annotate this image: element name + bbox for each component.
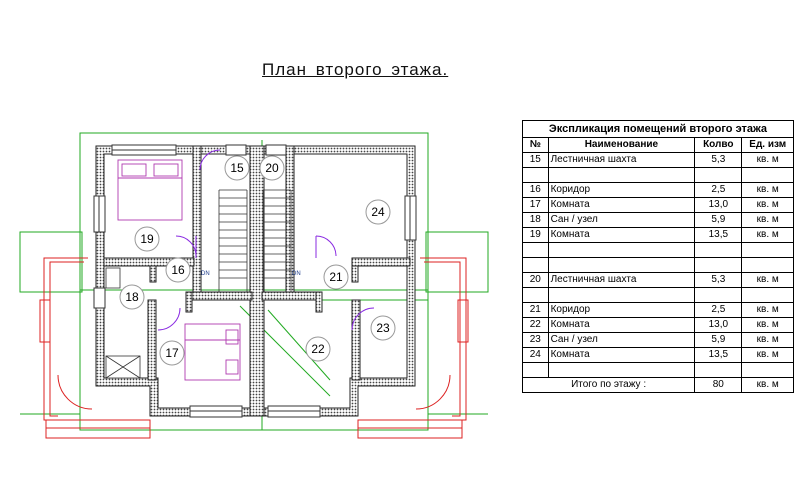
room-markers [119, 155, 396, 366]
room-label-24: 24 [371, 205, 385, 219]
table-row [522, 287, 794, 303]
stair-marks: DN DN [201, 271, 301, 277]
header-name: Наименование [547, 137, 696, 153]
stair-mark-left: DN [201, 271, 210, 277]
stairs [218, 189, 292, 292]
room-label-17: 17 [165, 346, 179, 360]
room-label-22: 22 [311, 342, 325, 356]
header-qty: Колво [694, 137, 743, 153]
explication-table: Экспликация помещений второго этажа № На… [521, 120, 794, 393]
room-label-23: 23 [376, 321, 390, 335]
room-label-21: 21 [329, 270, 343, 284]
table-title: Экспликация помещений второго этажа [522, 120, 794, 138]
table-row [522, 257, 794, 273]
room-labels: 15 20 24 19 16 21 18 23 17 22 [125, 161, 390, 360]
balcony-lines [39, 257, 469, 439]
total-label: Итого по этажу : [521, 377, 696, 393]
total-qty: 80 [694, 377, 743, 393]
walls [95, 145, 416, 417]
windows [93, 144, 417, 418]
room-label-20: 20 [265, 161, 279, 175]
table-row [522, 362, 794, 378]
header-unit: Ед. изм [741, 137, 794, 153]
floor-plan: 15 20 24 19 16 21 18 23 17 22 DN DN [19, 132, 489, 439]
table-row [522, 242, 794, 258]
room-label-19: 19 [140, 232, 154, 246]
total-unit: кв. м [741, 377, 794, 393]
stair-mark-right: DN [292, 271, 301, 277]
header-no: № [522, 137, 549, 153]
total-row: Итого по этажу : 80 кв. м [521, 377, 794, 393]
room-label-16: 16 [171, 263, 185, 277]
room-label-15: 15 [230, 161, 244, 175]
doors [157, 149, 375, 331]
table-row [522, 167, 794, 183]
bath-fixtures [105, 267, 141, 379]
room-label-18: 18 [125, 290, 139, 304]
page-title: План второго этажа. [262, 60, 449, 79]
furniture [117, 159, 241, 381]
